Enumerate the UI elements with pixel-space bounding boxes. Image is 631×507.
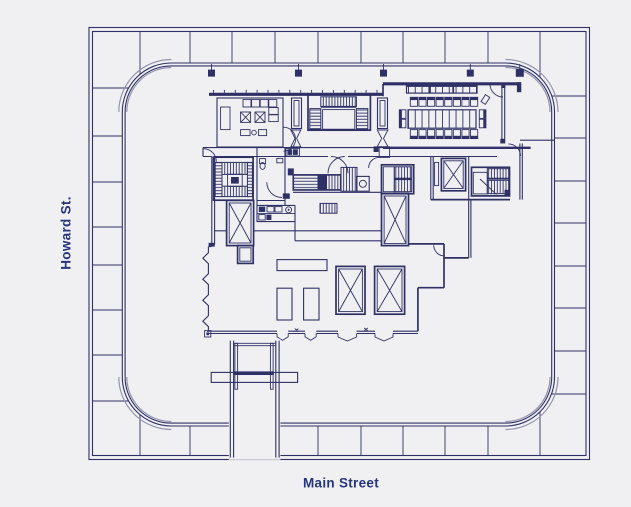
west-stair [212, 156, 254, 202]
east-stair [470, 166, 511, 197]
pantry [292, 146, 391, 214]
planter [303, 287, 320, 321]
door-arc [433, 245, 445, 257]
double-door-arcs [327, 156, 349, 174]
lounge-room [216, 97, 296, 152]
outer-frame [88, 26, 591, 461]
counter [293, 174, 319, 191]
west-elevator [225, 199, 255, 265]
entry-door-swings [276, 333, 394, 342]
feature-wall [202, 246, 212, 332]
door-arc [368, 156, 380, 169]
restrooms [256, 147, 300, 223]
center-stair [380, 163, 415, 195]
sofa [220, 106, 231, 131]
column-markers [208, 64, 524, 77]
slab-outline [118, 58, 559, 431]
reception-desk [276, 259, 328, 272]
lobby-south-wall [207, 327, 418, 342]
door-arc [489, 83, 504, 98]
door-arc [203, 148, 217, 162]
conference-table [407, 109, 477, 129]
swing-door-symbol [290, 129, 302, 148]
east-elevator [440, 157, 467, 192]
service-shaft [236, 244, 255, 265]
grand-stair [290, 93, 389, 148]
lounge-tables [240, 111, 266, 123]
center-elevator [380, 192, 410, 247]
escalator-well [335, 265, 366, 316]
conference-room [398, 83, 555, 200]
street-label-main: Main Street [302, 475, 380, 491]
door-arc [266, 182, 283, 198]
lobby [202, 199, 472, 342]
lobby-east-wall [408, 243, 469, 332]
entrance-vestibule [210, 338, 299, 460]
planter [276, 287, 293, 321]
entrance-canopy [210, 371, 299, 383]
street-label-howard: Howard St. [58, 196, 74, 270]
escalator-well [373, 265, 406, 316]
